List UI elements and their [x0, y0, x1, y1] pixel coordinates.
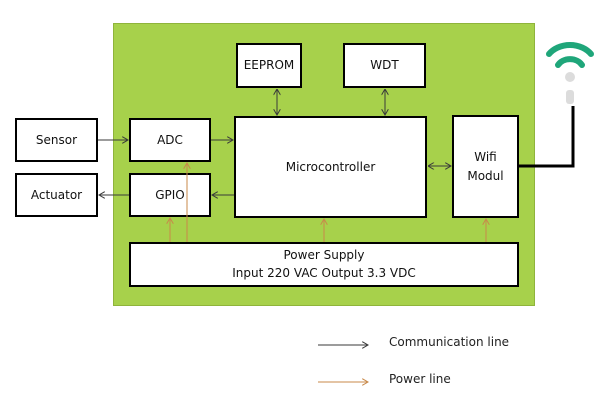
legend-power-label: Power line	[389, 372, 451, 386]
wdt-label: WDT	[370, 58, 399, 73]
wifi-label-line2: Modul	[467, 168, 504, 183]
power-supply-block: Power Supply Input 220 VAC Output 3.3 VD…	[129, 242, 519, 287]
power-supply-title: Power Supply	[283, 248, 365, 263]
microcontroller-block: Microcontroller	[234, 116, 427, 218]
wifi-label-line1: Wifi	[474, 149, 497, 164]
microcontroller-label: Microcontroller	[285, 159, 376, 174]
wifi-antenna-icon	[546, 41, 594, 104]
legend-communication-label: Communication line	[389, 335, 510, 349]
sensor-label: Sensor	[35, 132, 78, 147]
power-supply-spec: Input 220 VAC Output 3.3 VDC	[232, 265, 416, 280]
gpio-block: GPIO	[129, 173, 211, 217]
adc-block: ADC	[129, 118, 211, 162]
eeprom-label: EEPROM	[243, 58, 295, 73]
actuator-label: Actuator	[30, 187, 83, 202]
eeprom-block: EEPROM	[236, 43, 302, 88]
adc-label: ADC	[157, 132, 183, 147]
wdt-block: WDT	[343, 43, 426, 88]
wifi-module-block: Wifi Modul	[452, 115, 519, 218]
gpio-label: GPIO	[155, 187, 185, 202]
antenna-cable	[519, 106, 575, 168]
actuator-block: Actuator	[15, 173, 98, 217]
sensor-block: Sensor	[15, 118, 98, 162]
